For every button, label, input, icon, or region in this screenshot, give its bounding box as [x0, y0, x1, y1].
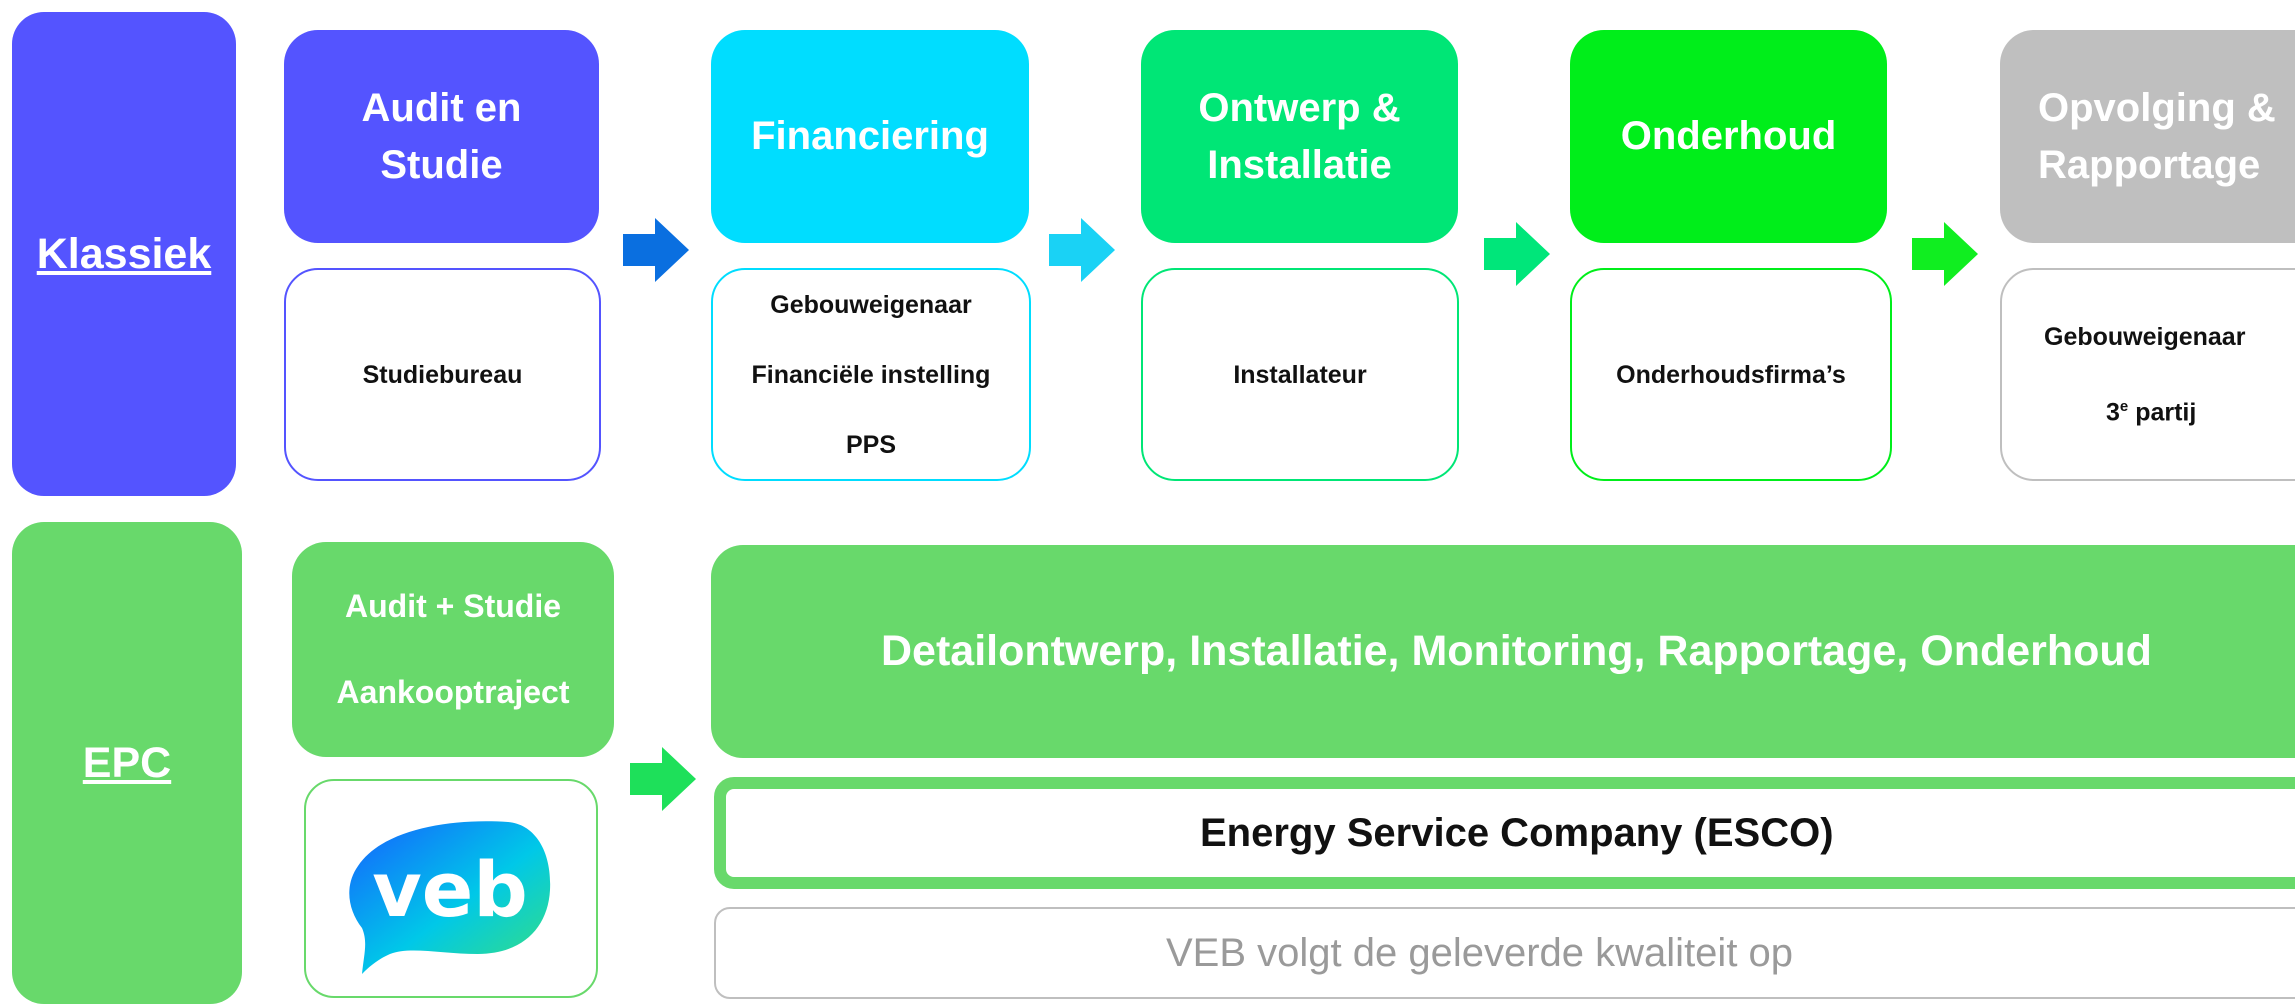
step-ontwerp-header: Ontwerp & Installatie: [1141, 30, 1458, 243]
row-label-epc: EPC: [12, 522, 242, 1004]
step-audit-header: Audit en Studie: [284, 30, 599, 243]
step-opvolging-actors: Gebouweigenaar 3e partij: [2000, 268, 2295, 481]
step-onderhoud-actors: Onderhoudsfirma’s: [1570, 268, 1892, 481]
row-label-klassiek: Klassiek: [12, 12, 236, 496]
veb-logo: veb: [349, 820, 551, 974]
step-opvolging-header: Opvolging & Rapportage: [2000, 30, 2295, 243]
actor-derde-partij: 3e partij: [2106, 397, 2197, 427]
row-label-klassiek-text: Klassiek: [36, 229, 212, 278]
step-opvolging-title-line-2: Rapportage: [2038, 142, 2261, 187]
epc-audit-line-1: Audit + Studie: [345, 588, 561, 625]
step-ontwerp-actors: Installateur: [1141, 268, 1459, 481]
actor-gebouweigenaar: Gebouweigenaar: [770, 290, 972, 319]
veb-logo-text: veb: [372, 845, 528, 934]
epc-audit-line-2: Aankooptraject: [336, 673, 570, 710]
actor-gebouweigenaar-2: Gebouweigenaar: [2044, 322, 2246, 351]
actor-installateur: Installateur: [1233, 360, 1367, 389]
veb-logo-box: veb: [304, 779, 598, 998]
step-ontwerp-title-line-1: Ontwerp &: [1198, 85, 1401, 130]
step-audit-title-line-2: Studie: [380, 142, 503, 187]
epc-services-text: Detailontwerp, Installatie, Monitoring, …: [881, 627, 2152, 675]
row-label-epc-text: EPC: [82, 738, 172, 787]
epc-services-bar: Detailontwerp, Installatie, Monitoring, …: [711, 545, 2295, 758]
esco-bar: Energy Service Company (ESCO): [714, 777, 2295, 889]
step-financiering-header: Financiering: [711, 30, 1029, 243]
veb-note-bar: VEB volgt de geleverde kwaliteit op: [714, 907, 2295, 999]
actor-financiele-instelling: Financiële instelling: [751, 360, 991, 389]
veb-note-text: VEB volgt de geleverde kwaliteit op: [1166, 930, 1794, 975]
step-opvolging-title-line-1: Opvolging &: [2038, 85, 2276, 130]
step-financiering-title: Financiering: [751, 114, 989, 158]
step-financiering-actors: Gebouweigenaar Financiële instelling PPS: [711, 268, 1031, 481]
arrow-right-icon: [1912, 222, 1978, 286]
arrow-right-icon: [1484, 222, 1550, 286]
step-ontwerp-title-line-2: Installatie: [1207, 142, 1392, 187]
actor-pps: PPS: [845, 430, 897, 459]
arrow-right-icon: [1049, 218, 1115, 282]
step-audit-actors: Studiebureau: [284, 268, 601, 481]
epc-audit-box: Audit + Studie Aankooptraject: [292, 542, 614, 757]
step-onderhoud-title: Onderhoud: [1620, 114, 1837, 158]
arrow-right-icon: [630, 747, 696, 811]
step-onderhoud-header: Onderhoud: [1570, 30, 1887, 243]
actor-studiebureau: Studiebureau: [362, 360, 523, 389]
actor-onderhoudsfirmas: Onderhoudsfirma’s: [1616, 360, 1846, 389]
esco-text: Energy Service Company (ESCO): [1200, 810, 1834, 855]
arrow-right-icon: [623, 218, 689, 282]
step-audit-title-line-1: Audit en: [361, 85, 522, 130]
